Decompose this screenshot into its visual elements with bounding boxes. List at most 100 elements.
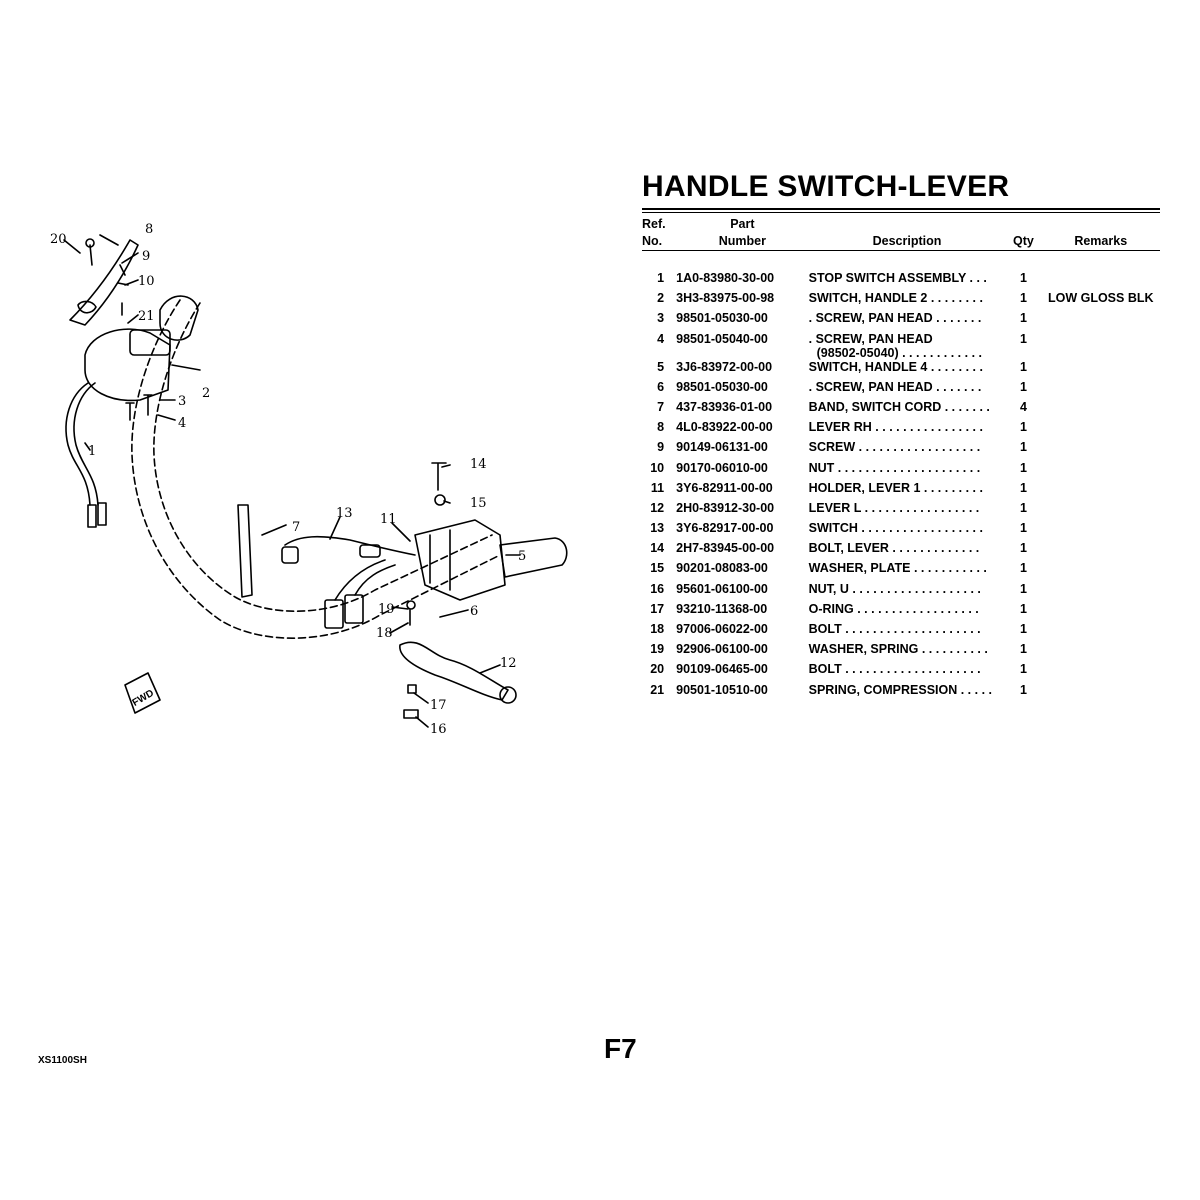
description-line: BOLT . . . . . . . . . . . . . . . . . .…	[808, 662, 981, 677]
remarks	[1042, 561, 1161, 581]
header-ref: Ref.	[642, 217, 666, 231]
quantity: 1	[1019, 440, 1027, 455]
remarks	[1042, 311, 1161, 331]
callout-2: 2	[202, 386, 210, 401]
callout-3: 3	[178, 394, 186, 409]
ref-no: 10	[650, 460, 665, 475]
ref-no: 16	[650, 581, 665, 596]
ref-no: 20	[650, 662, 665, 677]
ref-no: 3	[657, 311, 665, 326]
description-line: BOLT, LEVER . . . . . . . . . . . . .	[808, 541, 980, 556]
quantity: 1	[1019, 601, 1027, 616]
description-line: BOLT . . . . . . . . . . . . . . . . . .…	[808, 622, 981, 636]
part-number: 4L0-83922-00-00	[676, 420, 773, 435]
ref-no: 13	[650, 521, 665, 536]
callout-4: 4	[178, 416, 186, 431]
ref-no: 14	[650, 541, 665, 556]
callout-1: 1	[88, 444, 96, 459]
lever-l	[399, 641, 509, 701]
description: HOLDER, LEVER 1 . . . . . . . . .	[809, 481, 1006, 501]
ref-no: 2	[657, 291, 665, 306]
part-number: 90201-08083-00	[676, 561, 768, 576]
header-number: Number	[676, 233, 809, 251]
part-number: 98501-05040-00	[676, 331, 768, 346]
right-switch-housing	[414, 519, 506, 601]
ref-no: 18	[650, 622, 665, 636]
part-number: 1A0-83980-30-00	[676, 271, 775, 285]
ref-no: 8	[657, 420, 665, 435]
callout-18: 18	[376, 626, 393, 641]
ref-no: 4	[657, 331, 665, 346]
callout-21: 21	[138, 309, 155, 324]
description: . SCREW, PAN HEAD . . . . . . .	[809, 311, 1006, 331]
fwd-label: FWD	[131, 688, 156, 709]
parts-table: Ref. Part No. Number Description Qty Rem…	[642, 216, 1160, 703]
part-number: 2H7-83945-00-00	[676, 541, 775, 556]
ref-no: 5	[657, 359, 665, 374]
description-line: LEVER RH . . . . . . . . . . . . . . . .	[808, 420, 983, 435]
callout-20: 20	[50, 232, 67, 247]
left-switch-housing	[84, 328, 171, 402]
description-line: NUT, U . . . . . . . . . . . . . . . . .…	[808, 581, 981, 596]
description-line: HOLDER, LEVER 1 . . . . . . . . .	[808, 480, 983, 495]
quantity: 4	[1019, 399, 1027, 414]
description: SWITCH . . . . . . . . . . . . . . . . .…	[809, 521, 1006, 541]
quantity: 1	[1019, 561, 1027, 576]
description: SWITCH, HANDLE 4 . . . . . . . .	[809, 360, 1006, 380]
quantity: 1	[1019, 682, 1027, 697]
callout-16: 16	[430, 722, 447, 737]
quantity: 1	[1019, 359, 1027, 374]
quantity: 1	[1019, 642, 1027, 657]
remarks	[1042, 332, 1161, 360]
stop-switch-cable	[65, 382, 91, 506]
quantity: 1	[1019, 379, 1027, 394]
callout-12: 12	[500, 656, 517, 671]
quantity: 1	[1019, 662, 1027, 677]
page-number: F7	[604, 1033, 637, 1064]
parts-table-body: 1 1A0-83980-30-00 STOP SWITCH ASSEMBLY . .…	[642, 251, 1160, 703]
description-line: WASHER, SPRING . . . . . . . . . .	[808, 642, 988, 657]
remarks	[1042, 662, 1161, 682]
header-no: No.	[642, 233, 677, 251]
description-line: NUT . . . . . . . . . . . . . . . . . . …	[808, 460, 981, 475]
ref-no: 15	[650, 561, 665, 576]
description-line: O-RING . . . . . . . . . . . . . . . . .…	[808, 601, 979, 616]
callout-8: 8	[145, 222, 153, 237]
fwd-stamp	[124, 672, 161, 714]
page-title: HANDLE SWITCH-LEVER	[642, 170, 1010, 203]
ref-no: 7	[657, 399, 665, 414]
callout-11: 11	[380, 512, 397, 527]
ref-no: 1	[657, 271, 665, 285]
description: WASHER, PLATE . . . . . . . . . . .	[809, 561, 1006, 581]
description-line: . SCREW, PAN HEAD	[808, 331, 933, 346]
remarks: LOW GLOSS BLK	[1047, 291, 1154, 306]
quantity: 1	[1019, 541, 1027, 556]
quantity: 1	[1019, 581, 1027, 596]
description-line: STOP SWITCH ASSEMBLY . . .	[808, 271, 987, 285]
remarks	[1042, 360, 1161, 380]
header-qty: Qty	[1005, 233, 1042, 251]
remarks	[1042, 642, 1161, 662]
description-line: WASHER, PLATE . . . . . . . . . . .	[808, 561, 987, 576]
description: SWITCH, HANDLE 2 . . . . . . . .	[809, 291, 1006, 311]
remarks	[1042, 400, 1161, 420]
ref-no: 11	[650, 480, 665, 495]
description: BOLT . . . . . . . . . . . . . . . . . .…	[809, 662, 1006, 682]
quantity: 1	[1019, 500, 1027, 515]
part-number: 2H0-83912-30-00	[676, 500, 775, 515]
description-line: SPRING, COMPRESSION . . . . .	[808, 682, 992, 697]
description-line: SWITCH, HANDLE 2 . . . . . . . .	[808, 291, 983, 306]
callout-17: 17	[430, 698, 447, 713]
table-row: 1 1A0-83980-30-00 STOP SWITCH ASSEMBLY . .…	[642, 271, 1160, 291]
description-line-2: (98502-05040) . . . . . . . . . . . .	[816, 345, 982, 360]
callout-7: 7	[292, 520, 300, 535]
ref-no: 19	[650, 642, 665, 657]
